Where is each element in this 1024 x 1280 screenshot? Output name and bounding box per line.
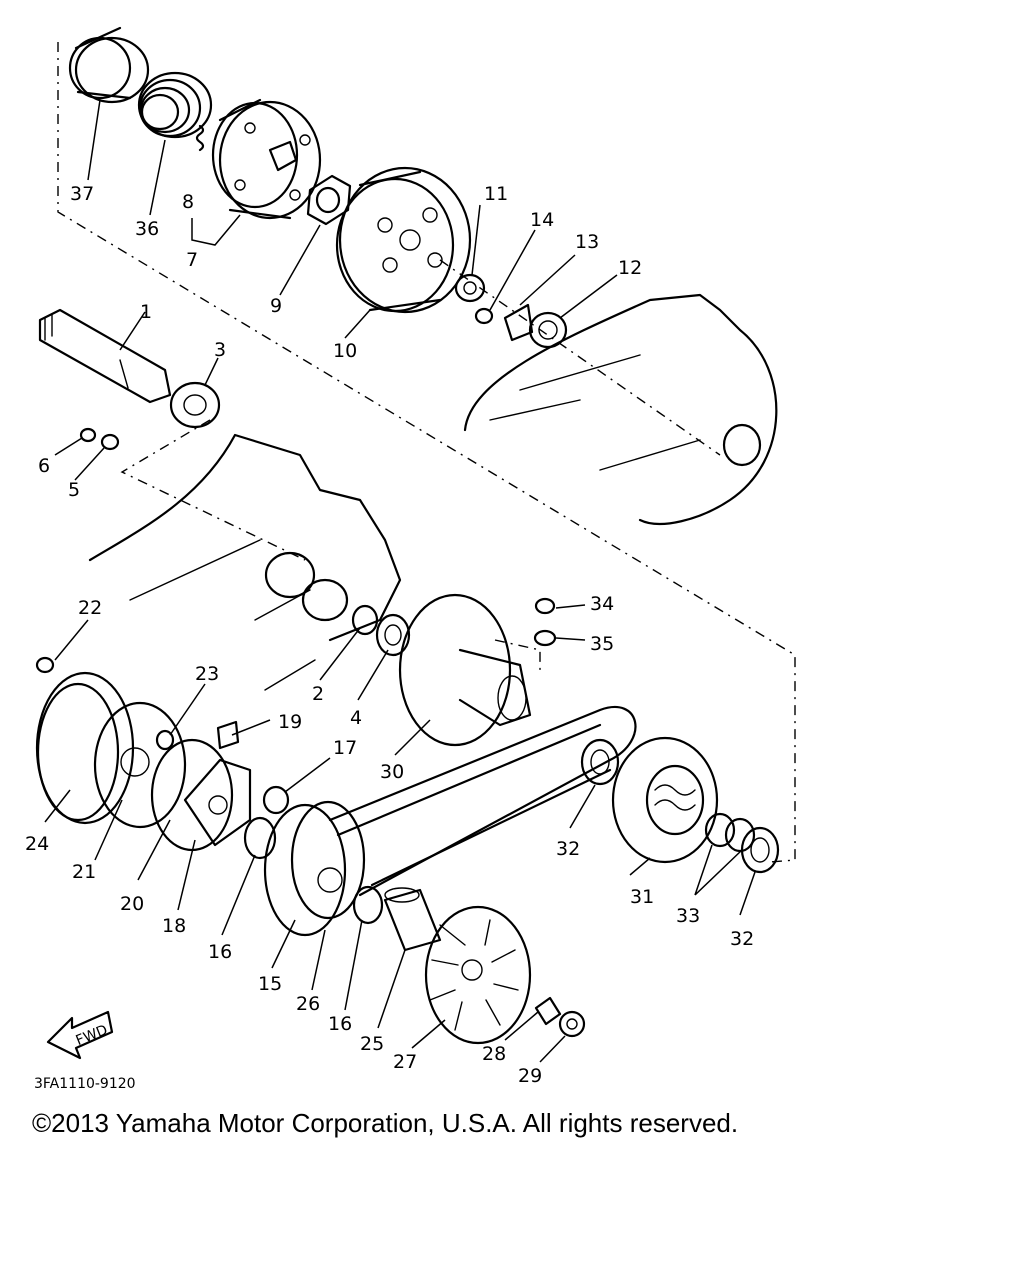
callout-18: 18: [162, 915, 186, 937]
part-22-bolt: [35, 656, 55, 674]
callout-4: 4: [350, 707, 362, 729]
part-36-clutch-spring: [137, 71, 213, 139]
part-21-plate: [93, 701, 187, 829]
part-4-oil-seal: [375, 613, 411, 657]
callout-28: 28: [482, 1043, 506, 1065]
callout-2: 2: [312, 683, 324, 705]
callout-27: 27: [393, 1051, 417, 1073]
callout-9: 9: [270, 295, 282, 317]
part-17-roller: [262, 785, 290, 815]
part-15-primary-pulley: [263, 800, 366, 937]
part-24-cover: [35, 671, 135, 825]
part-32-seal-a: [580, 738, 620, 786]
fwd-arrow-icon: FWD: [46, 1010, 114, 1060]
part-14-bolt: [474, 307, 494, 325]
callout-21: 21: [72, 861, 96, 883]
callout-35: 35: [590, 633, 614, 655]
part-11-nut: [454, 273, 486, 303]
callout-22: 22: [78, 597, 102, 619]
part-28-washer: [534, 996, 562, 1026]
crankcase-cover: [463, 293, 778, 525]
callout-19: 19: [278, 711, 302, 733]
crankcase-left: [88, 433, 402, 691]
part-12-bearing: [528, 311, 568, 349]
part-16-seal-b: [352, 885, 384, 925]
fwd-label: FWD: [74, 1022, 110, 1049]
part-19-slider: [216, 720, 240, 750]
part-9-nut: [306, 174, 352, 226]
part-16-seal-a: [243, 816, 277, 860]
v-belt: [328, 706, 637, 897]
callout-24: 24: [25, 833, 49, 855]
part-13-plate: [503, 303, 534, 342]
part-29-nut: [558, 1010, 586, 1038]
part-1-primary-shaft: [38, 308, 172, 404]
part-7-clutch-carrier: [195, 98, 322, 220]
copyright-notice: ©2013 Yamaha Motor Corporation, U.S.A. A…: [32, 1108, 739, 1138]
callout-1: 1: [140, 301, 152, 323]
callout-17: 17: [333, 737, 357, 759]
callout-labels: 37 36 8 7 9 10 11 14 13 12 1 3 6 5 22 23…: [25, 183, 754, 1087]
part-10-clutch-drum: [335, 166, 472, 314]
part-37-clutch-housing: [68, 26, 150, 104]
callout-20: 20: [120, 893, 144, 915]
callout-10: 10: [333, 340, 357, 362]
callout-26: 26: [296, 993, 320, 1015]
callout-36: 36: [135, 218, 159, 240]
part-18-cam: [183, 758, 252, 847]
part-20-ring: [150, 738, 234, 852]
callout-16b: 16: [328, 1013, 352, 1035]
callout-25: 25: [360, 1033, 384, 1055]
callout-3: 3: [214, 339, 226, 361]
part-3-bearing: [169, 381, 221, 429]
callout-8: 8: [182, 191, 194, 213]
callout-29: 29: [518, 1065, 542, 1087]
callout-30: 30: [380, 761, 404, 783]
assembly-lines: [57, 42, 796, 863]
callout-6: 6: [38, 455, 50, 477]
callout-37: 37: [70, 183, 94, 205]
part-34-pin: [534, 597, 556, 615]
callout-16a: 16: [208, 941, 232, 963]
callout-14: 14: [530, 209, 554, 231]
part-5-washer: [100, 433, 120, 451]
leader-lines: [44, 99, 756, 1063]
diagram-code: 3FA1110-9120: [34, 1076, 136, 1090]
part-35-washer: [533, 629, 557, 647]
part-27-fan: [424, 905, 532, 1045]
exploded-parts-diagram: FWD: [25, 26, 796, 1090]
callout-31: 31: [630, 886, 654, 908]
part-32-seal-b: [740, 826, 780, 874]
part-31-fixed-sheave: [611, 736, 719, 864]
callout-5: 5: [68, 479, 80, 501]
callout-12: 12: [618, 257, 642, 279]
part-33-rings: [704, 812, 756, 853]
part-30-secondary-sheave: [398, 593, 532, 747]
callout-32b: 32: [730, 928, 754, 950]
callout-32a: 32: [556, 838, 580, 860]
callout-11: 11: [484, 183, 508, 205]
part-25-collar: [383, 887, 442, 952]
callout-34: 34: [590, 593, 614, 615]
callout-23: 23: [195, 663, 219, 685]
part-23-weight: [155, 729, 175, 751]
callout-7: 7: [186, 249, 198, 271]
part-2-circlip: [351, 604, 379, 636]
callout-33: 33: [676, 905, 700, 927]
callout-15: 15: [258, 973, 282, 995]
callout-13: 13: [575, 231, 599, 253]
part-6-bolt: [79, 427, 97, 443]
